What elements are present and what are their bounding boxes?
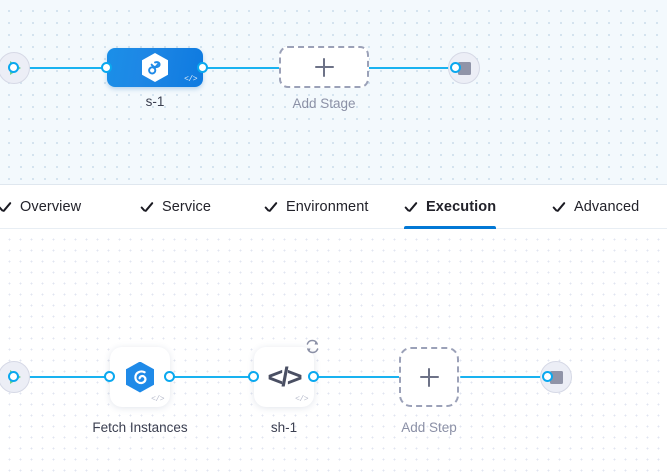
- sh-1-label: sh-1: [270, 420, 298, 435]
- stage-node-label: s-1: [145, 94, 165, 109]
- tab-execution-label: Execution: [426, 199, 497, 215]
- check-icon: [552, 201, 565, 214]
- start-output-port[interactable]: [8, 62, 19, 73]
- tab-overview[interactable]: Overview: [0, 185, 81, 229]
- sh-1-input-port[interactable]: [248, 371, 259, 382]
- active-tab-indicator: [404, 226, 497, 229]
- check-icon: [404, 201, 417, 214]
- tab-advanced[interactable]: Advanced: [552, 185, 639, 229]
- repeat-loop-icon[interactable]: [304, 338, 321, 355]
- fetch-instances-code-badge[interactable]: </>: [151, 395, 164, 404]
- sh-1-output-port[interactable]: [308, 371, 319, 382]
- add-stage-button[interactable]: [279, 46, 369, 88]
- end-input-port[interactable]: [450, 62, 461, 73]
- tab-service[interactable]: Service: [140, 185, 211, 229]
- harness-cd-hexagon-icon: [142, 53, 168, 82]
- edge-addstage-to-end: [368, 67, 458, 69]
- edge-fetch-to-sh1: [172, 376, 256, 378]
- shell-script-code-icon: </>: [267, 361, 302, 392]
- tab-service-label: Service: [162, 199, 212, 215]
- stage-config-tabs: Overview Service Environment Execution A…: [0, 185, 667, 229]
- harness-hexagon-icon: [126, 361, 154, 393]
- execution-end-input-port[interactable]: [542, 371, 553, 382]
- edge-stage-to-addstage: [196, 67, 288, 69]
- stage-graph-canvas[interactable]: </> s-1 Add Stage: [0, 0, 667, 185]
- edge-sh1-to-addstep: [316, 376, 400, 378]
- step-node-sh-1[interactable]: </> </>: [254, 339, 319, 407]
- step-node-fetch-instances[interactable]: </>: [110, 347, 170, 407]
- stage-code-badge[interactable]: </>: [184, 75, 197, 84]
- tab-environment[interactable]: Environment: [264, 185, 369, 229]
- infinity-glyph: [148, 61, 161, 75]
- stop-icon: [549, 370, 563, 384]
- execution-graph-canvas[interactable]: </> Fetch Instances </> </> sh-1 Add Ste: [0, 230, 667, 475]
- add-step-label: Add Step: [401, 420, 457, 435]
- tab-overview-label: Overview: [20, 199, 82, 215]
- stage-input-port[interactable]: [101, 62, 112, 73]
- fetch-instances-output-port[interactable]: [164, 371, 175, 382]
- add-step-button[interactable]: [399, 347, 459, 407]
- tab-execution[interactable]: Execution: [404, 185, 497, 229]
- stage-node-s-1[interactable]: </>: [107, 48, 203, 87]
- check-icon: [140, 201, 153, 214]
- fetch-instances-input-port[interactable]: [104, 371, 115, 382]
- edge-addstep-to-end: [460, 376, 550, 378]
- harness-swirl-glyph: [134, 369, 147, 384]
- tab-environment-label: Environment: [286, 199, 369, 215]
- check-icon: [0, 201, 11, 214]
- tab-advanced-label: Advanced: [574, 199, 640, 215]
- execution-start-output-port[interactable]: [8, 371, 19, 382]
- stage-output-port[interactable]: [197, 62, 208, 73]
- stop-icon: [457, 61, 471, 75]
- check-icon: [264, 201, 277, 214]
- sh-1-code-badge[interactable]: </>: [295, 395, 308, 404]
- plus-icon: [314, 57, 334, 77]
- add-stage-label: Add Stage: [292, 96, 356, 111]
- fetch-instances-label: Fetch Instances: [92, 420, 188, 435]
- edge-start-to-stage: [24, 67, 116, 69]
- plus-icon: [419, 367, 439, 387]
- edge-start-to-fetch: [24, 376, 112, 378]
